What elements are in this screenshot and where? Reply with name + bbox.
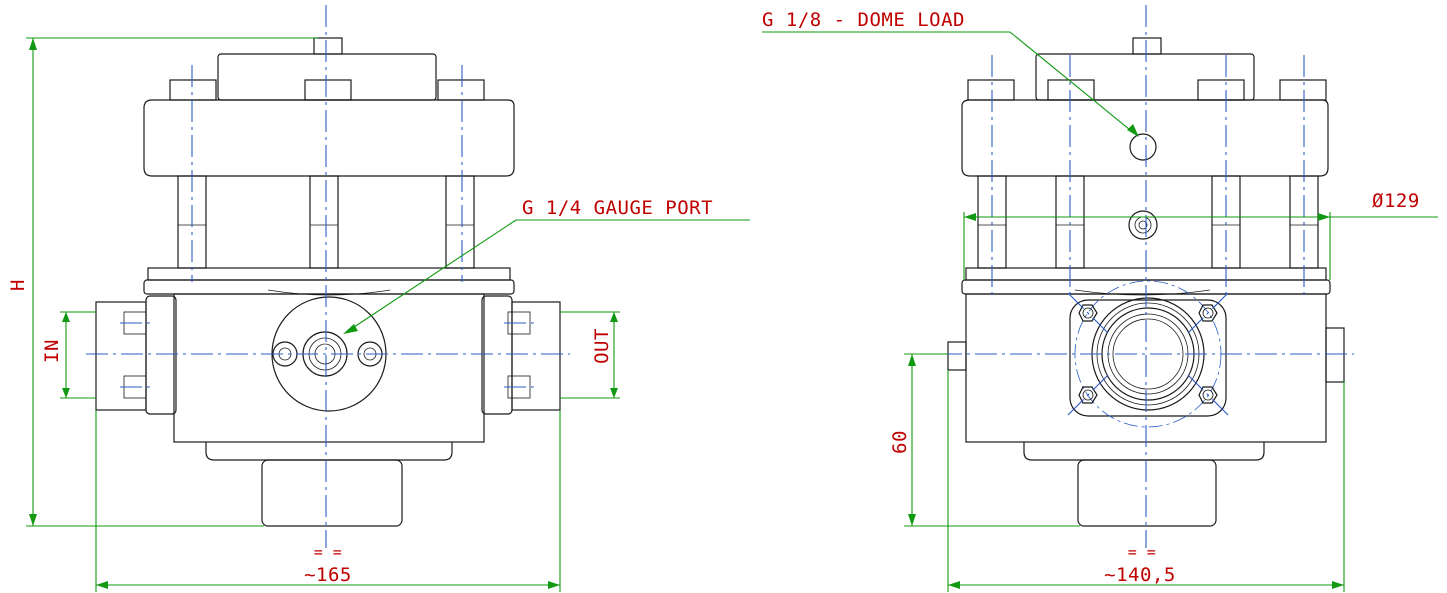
front-view-body <box>95 37 561 527</box>
port-height-label: 60 <box>889 430 911 454</box>
height-label: H <box>7 279 29 291</box>
side-view-center-lines <box>940 5 1354 548</box>
side-view: G 1/8 - DOME LOAD Ø129 60 ~140,5 = = <box>762 5 1438 592</box>
inlet-label: IN <box>41 339 63 363</box>
front-view: H IN OUT G 1/4 GAUGE PORT ~165 = = <box>7 5 750 592</box>
front-view-center-lines <box>86 5 570 548</box>
side-view-dimensions <box>762 31 1438 592</box>
gauge-port-label: G 1/4 GAUGE PORT <box>522 197 713 219</box>
diameter-label: Ø129 <box>1372 190 1420 212</box>
side-symmetry-mark: = = <box>1128 543 1157 561</box>
side-width-label: ~140,5 <box>1104 564 1176 586</box>
front-view-dimensions <box>26 37 750 592</box>
dome-load-label: G 1/8 - DOME LOAD <box>762 9 965 31</box>
front-width-label: ~165 <box>304 564 352 586</box>
front-symmetry-mark: = = <box>314 543 343 561</box>
outlet-label: OUT <box>591 328 613 364</box>
